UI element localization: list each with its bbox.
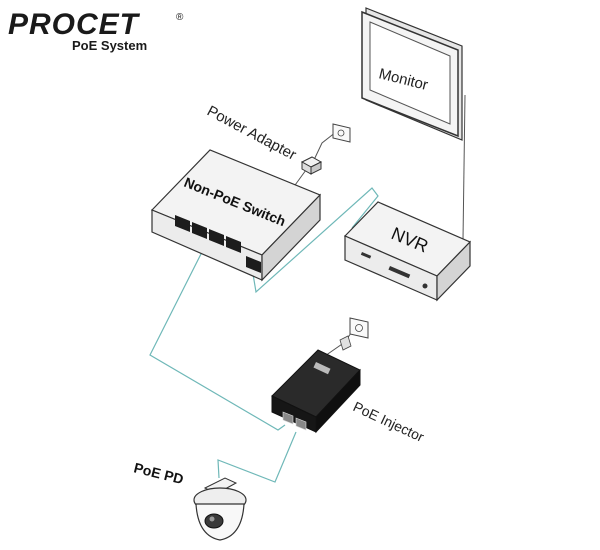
nvr: NVR <box>343 201 472 302</box>
brand-logo: PROCET ® PoE System <box>8 8 184 53</box>
brand-tagline: PoE System <box>72 38 147 53</box>
network-cables <box>149 187 379 483</box>
cord-adapter-to-outlet <box>312 131 337 163</box>
nvr-front-panel <box>360 251 428 289</box>
power-outlet-top <box>332 123 351 143</box>
cord-monitor-to-nvr <box>462 94 466 241</box>
injector-port-out <box>295 417 307 431</box>
switch-port <box>226 236 241 253</box>
switch-port <box>175 215 190 232</box>
monitor-screen <box>369 21 451 125</box>
switch-ports <box>175 215 261 273</box>
poe-pd-camera <box>193 477 247 541</box>
injector-badge <box>313 362 331 375</box>
brand-logo-text: PROCET <box>8 8 141 41</box>
camera-lens <box>204 513 224 529</box>
non-poe-switch: Non-PoE Switch <box>150 149 322 282</box>
injector-port-in <box>282 411 294 425</box>
injector-side <box>315 368 361 434</box>
poe-injector-label: PoE Injector <box>351 398 427 445</box>
switch-port <box>192 222 207 239</box>
monitor: Monitor <box>361 7 463 141</box>
registered-mark: ® <box>176 12 184 23</box>
cable-switch-to-nvr <box>251 187 379 294</box>
nvr-side <box>436 240 471 302</box>
power-adapter <box>300 156 323 175</box>
switch-port <box>246 256 261 273</box>
cable-injector-to-pd <box>217 431 297 483</box>
switch-port <box>209 229 224 246</box>
cable-switch-to-injector <box>149 245 286 431</box>
switch-side <box>261 193 321 282</box>
poe-injector <box>271 349 361 434</box>
power-outlet-injector <box>339 317 369 351</box>
poe-pd-label: PoE PD <box>132 459 185 487</box>
